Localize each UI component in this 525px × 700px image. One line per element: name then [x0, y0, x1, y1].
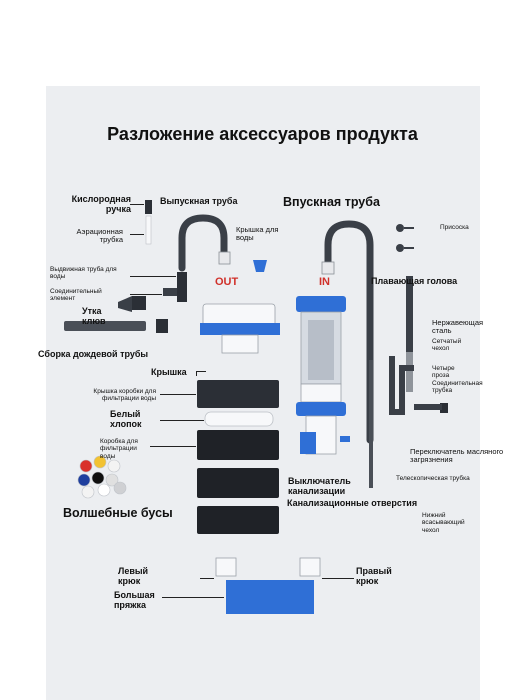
magic-bead — [98, 484, 110, 496]
leader-line — [196, 371, 206, 372]
label-connector: Соединительный элемент — [50, 288, 102, 303]
inlet-canister-top — [296, 296, 346, 312]
stainless-pipe — [406, 352, 413, 392]
label-rain-pipe: Сборка дождевой трубы — [38, 349, 148, 359]
magic-bead — [78, 474, 90, 486]
label-lid: Крышка — [151, 367, 187, 377]
label-outlet-pipe: Выпускная труба — [160, 196, 237, 206]
label-filter-box-lid: Крышка коробки для фильтрации воды — [93, 388, 156, 403]
leader-line — [160, 420, 204, 421]
label-in: IN — [319, 276, 330, 288]
telescopic-outlet — [177, 272, 187, 302]
label-aeration-tube: Аэрационная трубка — [76, 228, 123, 245]
leader-line — [130, 204, 144, 205]
magic-bead — [114, 482, 126, 494]
inlet-nozzle — [322, 262, 334, 274]
label-water-cap: Крышка для воды — [236, 226, 278, 243]
label-floating-head: Плавающая голова — [371, 276, 457, 286]
magic-bead — [92, 472, 104, 484]
label-filter-box: Коробка для фильтрации воды — [100, 438, 138, 460]
telescopic-tube — [369, 360, 373, 488]
label-drain-holes: Канализационные отверстия — [287, 498, 417, 508]
leader-line — [130, 294, 162, 295]
label-big-buckle: Большая пряжка — [114, 590, 155, 610]
magic-bead — [82, 486, 94, 498]
leader-line — [162, 597, 224, 598]
label-suction-cup: Присоска — [440, 224, 469, 231]
label-magic-beads: Волшебные бусы — [63, 506, 173, 520]
lid-top — [203, 304, 275, 326]
label-left-hook: Левый крюк — [118, 566, 148, 586]
label-inlet-pipe: Впускная труба — [283, 195, 380, 209]
label-oil-switch: Переключатель масляного загрязнения — [410, 448, 503, 465]
big-buckle — [226, 580, 314, 614]
label-oxygen-handle: Кислородная ручка — [72, 194, 131, 214]
label-bottom-sleeve: Нижний всасывающий чехол — [422, 512, 465, 534]
magic-bead — [80, 460, 92, 472]
aeration-tube — [146, 216, 151, 244]
filter-box-lid — [197, 380, 279, 408]
leader-line — [196, 371, 197, 376]
leader-line — [160, 394, 196, 395]
label-drain-switch: Выключатель канализации — [288, 476, 351, 496]
water-cap — [253, 260, 267, 272]
outlet-nozzle — [219, 252, 230, 264]
label-stainless: Нержавеющая сталь — [432, 319, 483, 336]
left-hook — [216, 558, 236, 576]
right-hook — [300, 558, 320, 576]
leader-line — [200, 578, 214, 579]
label-four-clear: Четыре проза Соединительная трубка — [432, 365, 483, 394]
suction-cup — [396, 224, 404, 232]
floating-head — [406, 276, 413, 352]
magic-beads-group — [78, 456, 126, 498]
filter-box-3 — [197, 506, 279, 534]
leader-line — [322, 578, 354, 579]
oxygen-handle — [145, 200, 152, 214]
label-telescopic-tube: Телескопическая трубка — [396, 475, 470, 482]
label-mesh-sleeve: Сетчатый чехол — [432, 338, 461, 353]
white-cotton — [205, 412, 273, 426]
label-telescopic-outlet: Выдвижная труба для воды — [50, 266, 117, 281]
connector-piece — [163, 288, 177, 296]
filter-box-1 — [197, 430, 279, 460]
outlet-pipe — [182, 218, 224, 268]
label-duck-bill: Утка клюв — [82, 306, 106, 326]
filter-box-2 — [197, 468, 279, 498]
label-out: OUT — [215, 276, 238, 288]
leader-line — [130, 234, 144, 235]
label-white-cotton: Белый хлопок — [110, 409, 142, 429]
label-right-hook: Правый крюк — [356, 566, 392, 586]
magic-bead — [108, 460, 120, 472]
page-title: Разложение аксессуаров продукта — [0, 124, 525, 144]
leader-line — [130, 276, 176, 277]
leader-line — [150, 446, 196, 447]
duck-bill — [118, 296, 132, 312]
